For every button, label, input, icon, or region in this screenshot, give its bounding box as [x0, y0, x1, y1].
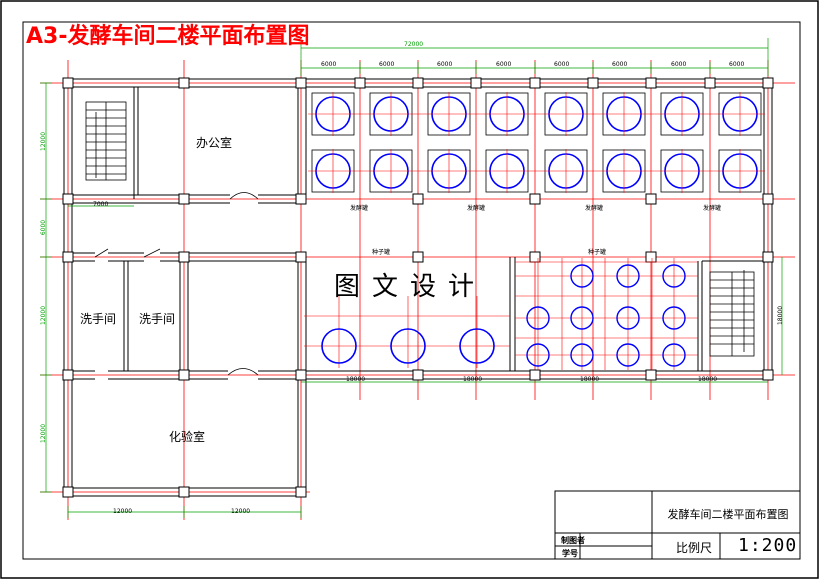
dim-top-bay: 6000 [729, 61, 745, 68]
dim-mid-bay: 18000 [698, 376, 718, 383]
dim-left: 12000 [40, 423, 48, 444]
stair-left [85, 101, 127, 181]
title-block-scale-label: 比例尺 [676, 541, 713, 555]
dim-top-bay: 6000 [496, 61, 512, 68]
title-block-drawing-name: 发酵车间二楼平面布置图 [667, 508, 789, 521]
large-tank-centerlines [304, 296, 510, 368]
title-block-scale-value: 1:200 [738, 535, 798, 556]
zone-label: 发酵罐 [585, 205, 604, 212]
fermenter-tanks [315, 96, 758, 189]
dim-left: 12000 [40, 305, 48, 326]
room-office: 办公室 [196, 136, 233, 150]
title-block-drawn-by: 制图者 [561, 535, 585, 545]
dim-left: 12000 [40, 131, 48, 152]
dim-mid-bay: 18000 [580, 376, 600, 383]
dim-overall: 72000 [404, 41, 424, 48]
dimension-lines [40, 38, 783, 518]
room-washroom-2: 洗手间 [139, 312, 176, 326]
large-tanks [321, 328, 495, 364]
dim-top-bay: 6000 [554, 61, 570, 68]
drawing-title: A3-发酵车间二楼平面布置图 [26, 24, 310, 49]
room-washroom-1: 洗手间 [80, 312, 117, 326]
dim-top-bay: 6000 [437, 61, 453, 68]
dim-bottom-bay: 12000 [113, 508, 133, 515]
room-lab: 化验室 [169, 430, 206, 444]
drawing-frame [22, 21, 801, 560]
dim-top-bay: 6000 [612, 61, 628, 68]
columns [62, 77, 774, 498]
dim-mid-bay: 18000 [346, 376, 366, 383]
title-block-number: 学号 [562, 548, 578, 558]
seed-tank-grid [515, 258, 698, 370]
zone-label: 发酵罐 [350, 205, 369, 212]
tank-centerlines [308, 92, 765, 193]
seed-tanks [526, 264, 686, 367]
zone-label: 发酵罐 [703, 205, 722, 212]
dim-top-bay: 6000 [321, 61, 337, 68]
dim-right: 18000 [777, 305, 785, 326]
dim-top-bay: 6000 [379, 61, 395, 68]
dim-top-bay: 6000 [671, 61, 687, 68]
dim-mid-bay: 18000 [463, 376, 483, 383]
stair-right [709, 270, 755, 357]
dim-left: 6000 [40, 219, 48, 236]
zone-label: 种子罐 [588, 249, 607, 256]
dim-bottom-bay: 12000 [231, 508, 251, 515]
title-block [554, 490, 801, 560]
dim-stair-width: 7000 [93, 201, 109, 208]
doors [94, 192, 259, 376]
zone-label: 种子罐 [372, 249, 391, 256]
zone-label: 发酵罐 [467, 205, 486, 212]
fermenter-bays [311, 92, 762, 193]
watermark-text: 图文设计 [334, 272, 487, 302]
